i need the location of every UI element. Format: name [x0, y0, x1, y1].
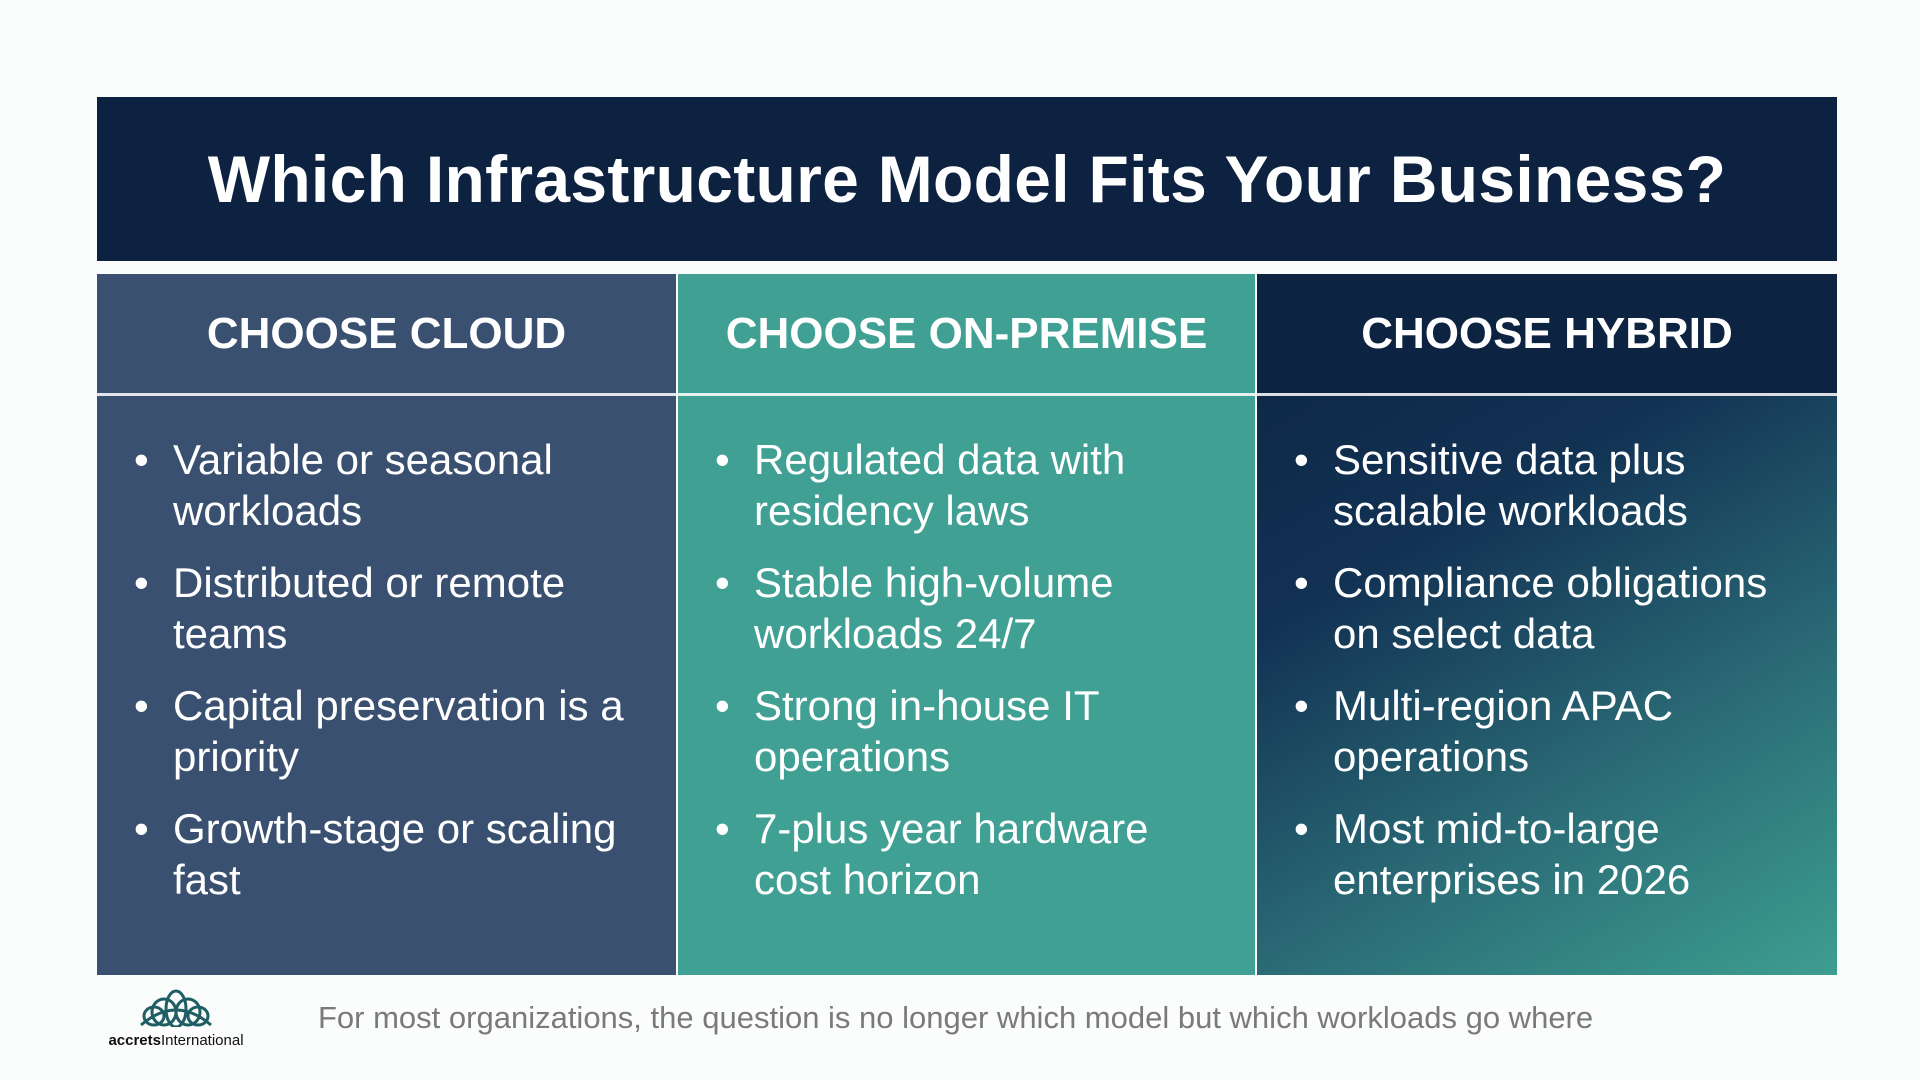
item-text: 7-plus year hardware cost horizon — [754, 805, 1149, 903]
bullet-icon: • — [1294, 682, 1309, 729]
list-item: • Distributed or remote teams — [97, 557, 656, 659]
footer-caption: For most organizations, the question is … — [318, 1000, 1594, 1035]
logo-rest: International — [160, 1032, 244, 1049]
column-cloud: CHOOSE CLOUD • Variable or seasonal workl… — [97, 274, 676, 975]
item-text: Variable or seasonal workloads — [173, 436, 553, 534]
list-item: • Capital preservation is a priority — [97, 680, 656, 782]
item-text: Regulated data with residency laws — [754, 436, 1126, 534]
item-text: Sensitive data plus scalable workloads — [1333, 436, 1688, 534]
item-text: Capital preservation is a priority — [173, 682, 624, 780]
item-text: Strong in-house IT operations — [754, 682, 1099, 780]
list-item: • Variable or seasonal workloads — [97, 434, 656, 536]
bullet-icon: • — [134, 436, 149, 483]
list-item: • Sensitive data plus scalable workloads — [1257, 434, 1817, 536]
list-item: • Regulated data with residency laws — [678, 434, 1235, 536]
list-item: • Stable high-volume workloads 24/7 — [678, 557, 1235, 659]
bullet-icon: • — [134, 805, 149, 852]
column-header: CHOOSE CLOUD — [97, 274, 676, 396]
bullet-icon: • — [134, 559, 149, 606]
page-title: Which Infrastructure Model Fits Your Bus… — [207, 142, 1727, 216]
title-banner: Which Infrastructure Model Fits Your Bus… — [97, 97, 1837, 261]
logo-bold: accrets — [108, 1032, 161, 1049]
list-item: • Compliance obligations on select data — [1257, 557, 1817, 659]
list-item: • Strong in-house IT operations — [678, 680, 1235, 782]
item-text: Compliance obligations on select data — [1333, 559, 1768, 657]
logo-text: accretsInternational — [106, 1032, 246, 1049]
bullet-icon: • — [715, 559, 730, 606]
bullet-icon: • — [715, 805, 730, 852]
item-text: Growth-stage or scaling fast — [173, 805, 617, 903]
lotus-logo-icon — [140, 989, 212, 1029]
column-hybrid: CHOOSE HYBRID • Sensitive data plus scala… — [1257, 274, 1837, 975]
item-text: Most mid-to-large enterprises in 2026 — [1333, 805, 1691, 903]
list-item: • Multi-region APAC operations — [1257, 680, 1817, 782]
list-item: • Growth-stage or scaling fast — [97, 803, 656, 905]
bullet-icon: • — [1294, 805, 1309, 852]
column-header: CHOOSE HYBRID — [1257, 274, 1837, 396]
item-text: Multi-region APAC operations — [1333, 682, 1674, 780]
bullet-icon: • — [1294, 559, 1309, 606]
item-text: Distributed or remote teams — [173, 559, 566, 657]
company-logo: accretsInternational — [106, 985, 246, 1049]
bullet-icon: • — [715, 682, 730, 729]
bullet-icon: • — [134, 682, 149, 729]
bullet-icon: • — [715, 436, 730, 483]
list-item: • Most mid-to-large enterprises in 2026 — [1257, 803, 1817, 905]
item-text: Stable high-volume workloads 24/7 — [754, 559, 1114, 657]
list-item: • 7-plus year hardware cost horizon — [678, 803, 1235, 905]
bullet-icon: • — [1294, 436, 1309, 483]
column-on-premise: CHOOSE ON-PREMISE • Regulated data with r… — [678, 274, 1255, 975]
column-header: CHOOSE ON-PREMISE — [678, 274, 1255, 396]
